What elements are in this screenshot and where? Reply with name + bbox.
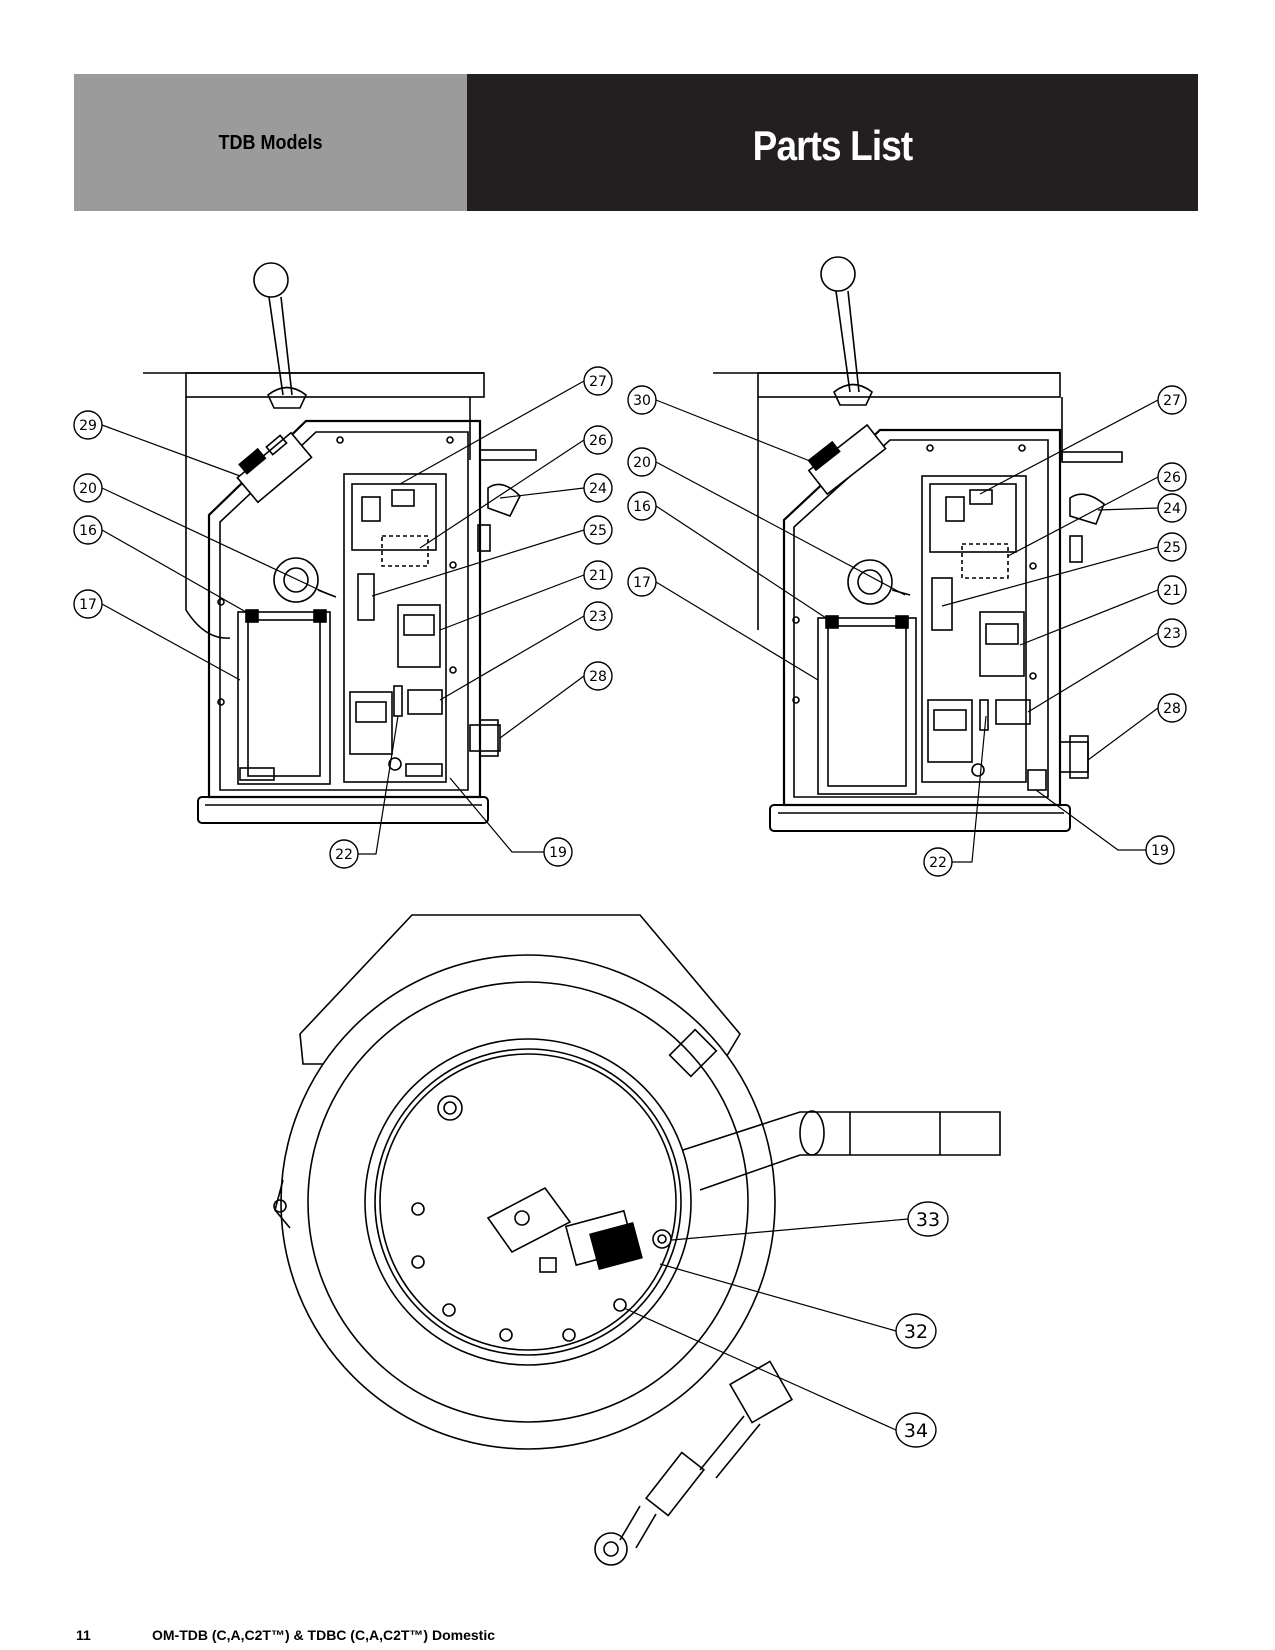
callout-right-21: 21 (1157, 575, 1187, 605)
svg-text:32: 32 (904, 1321, 928, 1343)
left-kettle-drawing (143, 262, 537, 824)
svg-text:22: 22 (929, 855, 947, 871)
svg-text:20: 20 (79, 481, 97, 497)
svg-text:28: 28 (1163, 701, 1181, 717)
left-figure-callouts: 29 20 16 17 27 26 24 25 21 23 28 22 19 (73, 366, 613, 869)
callout-left-24: 24 (583, 473, 613, 503)
svg-text:33: 33 (916, 1209, 940, 1231)
callout-left-22: 22 (329, 839, 359, 869)
svg-text:16: 16 (633, 499, 651, 515)
callout-right-30: 30 (627, 385, 657, 415)
callout-left-29: 29 (73, 410, 103, 440)
right-figure-callouts: 30 20 16 17 27 26 24 25 21 23 28 22 19 (627, 385, 1187, 877)
callout-left-19: 19 (543, 837, 573, 867)
svg-text:25: 25 (589, 523, 607, 539)
callout-right-17: 17 (627, 567, 657, 597)
callout-right-22: 22 (923, 847, 953, 877)
svg-text:20: 20 (633, 455, 651, 471)
svg-text:27: 27 (589, 374, 607, 390)
svg-text:21: 21 (1163, 583, 1181, 599)
svg-text:24: 24 (589, 481, 607, 497)
svg-text:17: 17 (79, 597, 97, 613)
svg-text:19: 19 (549, 845, 567, 861)
bottom-figure-callouts: 33 32 34 (895, 1201, 949, 1448)
leader-lines (101, 380, 1159, 1431)
section-label: TDB Models (218, 132, 323, 154)
callout-bottom-34: 34 (895, 1412, 937, 1448)
callout-left-16: 16 (73, 515, 103, 545)
svg-text:34: 34 (904, 1420, 928, 1442)
svg-text:16: 16 (79, 523, 97, 539)
callout-left-23: 23 (583, 601, 613, 631)
svg-text:24: 24 (1163, 501, 1181, 517)
document-title: OM-TDB (C,A,C2T™) & TDBC (C,A,C2T™) Dome… (152, 1627, 495, 1643)
svg-text:27: 27 (1163, 393, 1181, 409)
svg-text:30: 30 (633, 393, 651, 409)
svg-text:26: 26 (1163, 470, 1181, 486)
callout-left-20: 20 (73, 473, 103, 503)
svg-text:17: 17 (633, 575, 651, 591)
callout-right-28: 28 (1157, 693, 1187, 723)
callout-left-27: 27 (583, 366, 613, 396)
callout-left-25: 25 (583, 515, 613, 545)
page-number: 11 (76, 1627, 91, 1643)
svg-text:22: 22 (335, 847, 353, 863)
header-title-band: Parts List (467, 74, 1198, 211)
svg-text:21: 21 (589, 568, 607, 584)
callout-right-25: 25 (1157, 532, 1187, 562)
svg-text:28: 28 (589, 669, 607, 685)
svg-text:29: 29 (79, 418, 97, 434)
top-view-drawing (273, 914, 1001, 1566)
callout-bottom-32: 32 (895, 1313, 937, 1349)
callout-left-17: 17 (73, 589, 103, 619)
callout-left-21: 21 (583, 560, 613, 590)
svg-text:19: 19 (1151, 843, 1169, 859)
page-header: TDB Models Parts List (74, 74, 1198, 211)
callout-bottom-33: 33 (907, 1201, 949, 1237)
svg-text:23: 23 (1163, 626, 1181, 642)
callout-left-28: 28 (583, 661, 613, 691)
callout-right-24: 24 (1157, 493, 1187, 523)
callout-right-19: 19 (1145, 835, 1175, 865)
callout-left-26: 26 (583, 425, 613, 455)
page-title: Parts List (752, 122, 914, 169)
svg-text:26: 26 (589, 433, 607, 449)
svg-text:25: 25 (1163, 540, 1181, 556)
callout-right-16: 16 (627, 491, 657, 521)
svg-text:23: 23 (589, 609, 607, 625)
callout-right-26: 26 (1157, 462, 1187, 492)
header-section-band: TDB Models (74, 74, 467, 211)
callout-right-20: 20 (627, 447, 657, 477)
callout-right-23: 23 (1157, 618, 1187, 648)
right-kettle-drawing (713, 256, 1123, 832)
callout-right-27: 27 (1157, 385, 1187, 415)
